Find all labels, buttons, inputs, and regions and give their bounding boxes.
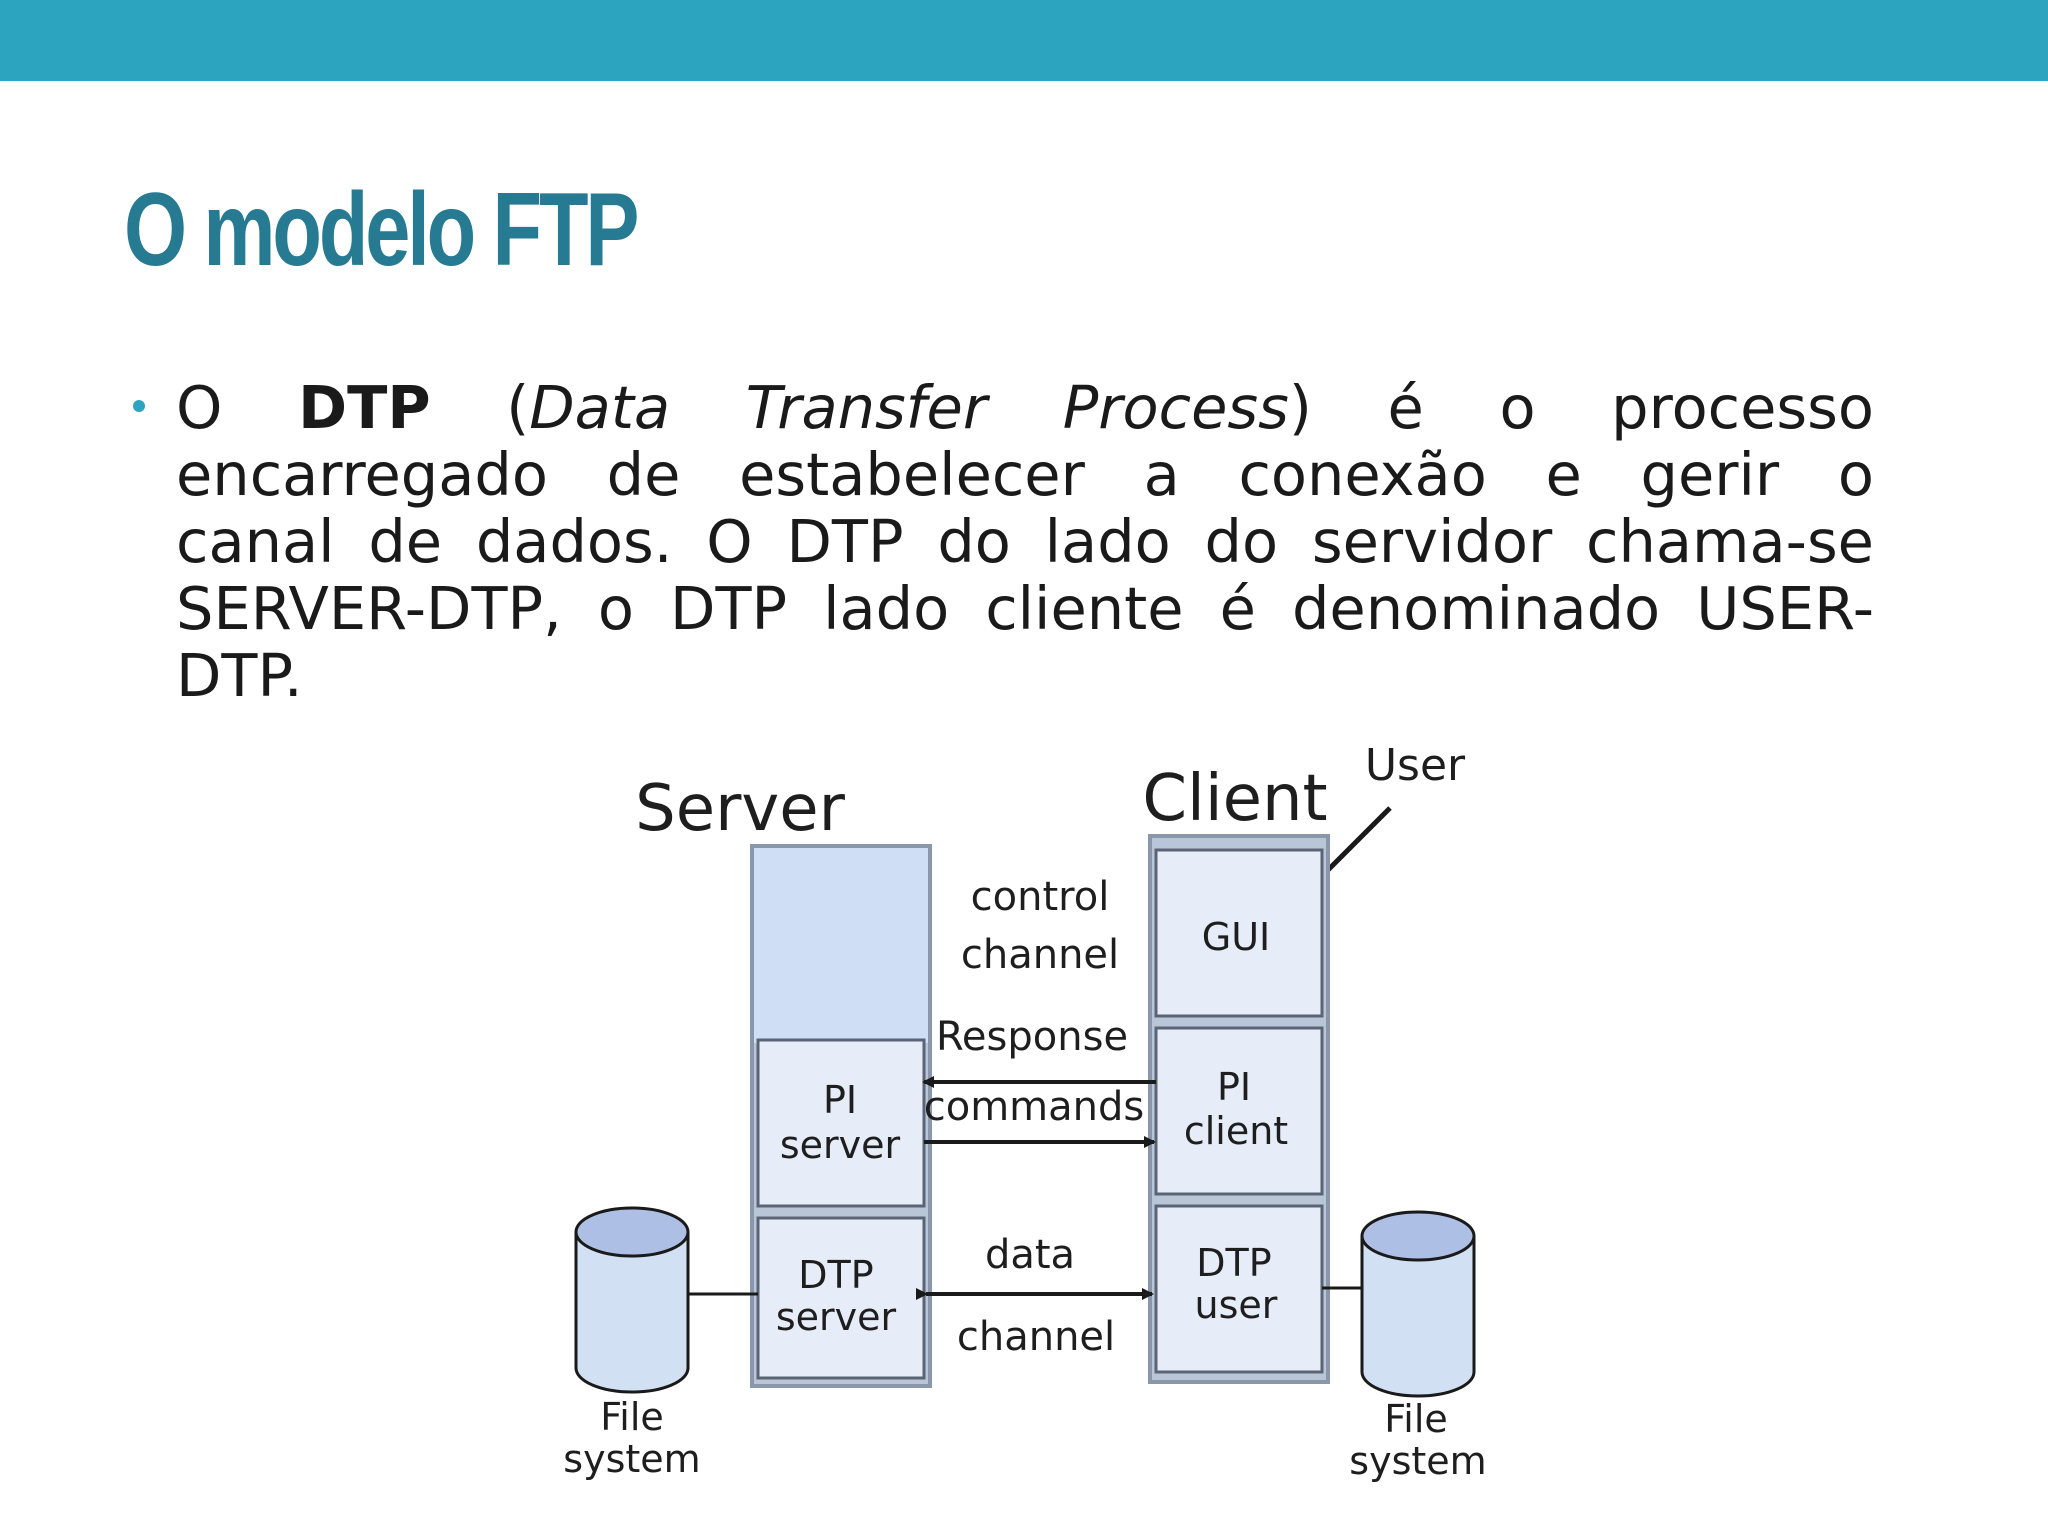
svg-text:PI: PI — [1217, 1065, 1251, 1109]
file-system-left-label-1: File — [600, 1395, 664, 1439]
file-system-left-label-2: system — [563, 1437, 700, 1481]
top-accent-bar — [0, 0, 2048, 81]
control-channel-label-1: control — [971, 874, 1110, 920]
server-top-area — [754, 848, 928, 1043]
bullet-line-3: canal de dados. O DTP do lado do servido… — [176, 507, 1874, 576]
slide-title: O modelo FTP — [124, 172, 640, 288]
svg-text:user: user — [1195, 1283, 1278, 1327]
file-system-right-label-2: system — [1349, 1439, 1486, 1483]
pi-server-box: PI server — [756, 1038, 926, 1208]
svg-text:DTP: DTP — [1196, 1241, 1271, 1285]
user-label: User — [1365, 740, 1466, 791]
commands-label: commands — [924, 1084, 1145, 1130]
gui-box: GUI — [1154, 848, 1324, 1018]
dtp-user-box: DTP user — [1154, 1204, 1324, 1374]
file-system-right-cylinder-icon — [1360, 1210, 1476, 1398]
bullet-line-5: DTP. — [176, 641, 303, 710]
response-label: Response — [936, 1014, 1128, 1060]
server-label: Server — [635, 772, 846, 846]
control-channel-label-2: channel — [961, 932, 1119, 978]
data-channel-label-1: data — [985, 1232, 1075, 1278]
file-system-right-label-1: File — [1384, 1397, 1448, 1441]
bullet-text: O DTP (Data Transfer Process) é o proces… — [176, 374, 1874, 709]
data-channel-label-2: channel — [957, 1314, 1115, 1360]
bullet-line-1: O DTP (Data Transfer Process) é o proces… — [176, 373, 1874, 442]
svg-text:client: client — [1184, 1109, 1288, 1153]
client-label: Client — [1142, 762, 1327, 836]
file-system-left-cylinder-icon — [574, 1206, 690, 1394]
bullet-line-4: SERVER-DTP, o DTP lado cliente é denomin… — [176, 574, 1874, 643]
svg-text:server: server — [776, 1295, 897, 1339]
svg-text:PI: PI — [823, 1078, 857, 1122]
bullet-line-2: encarregado de estabelecer a conexão e g… — [176, 440, 1874, 509]
svg-text:DTP: DTP — [798, 1253, 873, 1297]
dtp-server-box: DTP server — [756, 1216, 926, 1380]
dtp-bold: DTP — [298, 373, 431, 442]
svg-text:GUI: GUI — [1202, 915, 1270, 959]
dtp-expansion: Data Transfer Process — [529, 373, 1289, 442]
ftp-model-diagram: Server PI server DTP server Client User … — [563, 740, 1486, 1483]
svg-text:server: server — [780, 1123, 901, 1167]
bullet-dot-icon — [133, 400, 145, 412]
pi-client-box: PI client — [1154, 1026, 1324, 1196]
